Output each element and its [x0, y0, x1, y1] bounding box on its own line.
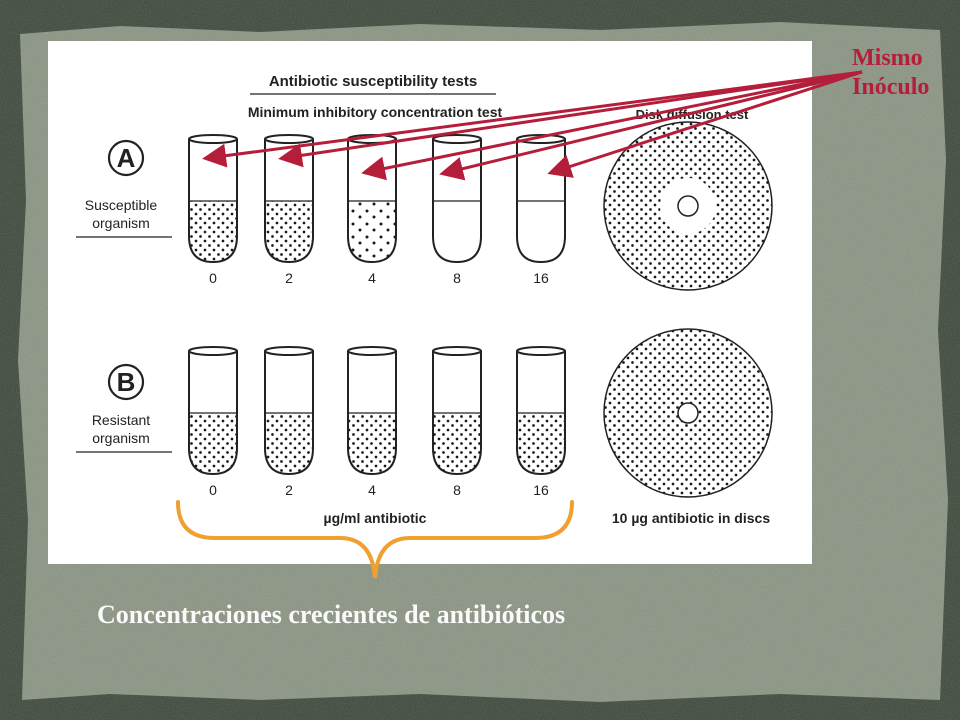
caption: Concentraciones crecientes de antibiótic…	[97, 600, 566, 629]
tube-rim	[188, 346, 238, 356]
tube-rim	[264, 346, 314, 356]
concentration-label: 4	[368, 270, 376, 286]
annotation-line-2: Inóculo	[852, 74, 930, 100]
tube-rim	[264, 134, 314, 144]
row-letter-circle	[107, 139, 145, 177]
bacterial-growth	[433, 413, 481, 474]
disc-label: 10 µg antibiotic in discs	[612, 510, 770, 526]
antibiotic-disc	[677, 195, 699, 217]
antibiotic-disc	[677, 402, 699, 424]
row-label-line-1: Susceptible	[85, 197, 158, 213]
tube: 16	[516, 134, 566, 286]
tube: 8	[432, 346, 482, 498]
agar-disk	[603, 328, 773, 498]
tube: 16	[516, 346, 566, 498]
row-resistant: B Resistant organism 0 2 4 8 16	[76, 328, 773, 498]
bacterial-growth	[348, 413, 396, 474]
row-label-line-2: organism	[92, 215, 150, 231]
tube-rim	[347, 346, 397, 356]
tube-outline	[264, 351, 314, 476]
inoculum-arrow	[202, 70, 863, 168]
bacterial-growth	[348, 201, 396, 262]
tube-rim	[432, 346, 482, 356]
panel-title: Antibiotic susceptibility tests	[269, 73, 477, 90]
annotation-line-1: Mismo	[852, 45, 923, 71]
tube-outline	[188, 139, 238, 264]
tube-outline	[432, 139, 482, 264]
row-susceptible: A Susceptible organism 0 2 4 8 16	[76, 121, 773, 291]
tube: 0	[188, 134, 238, 286]
agar-disk	[603, 121, 773, 291]
row-label-line-1: Resistant	[92, 412, 150, 428]
inoculum-arrow	[547, 70, 863, 178]
inoculum-arrow	[278, 70, 863, 168]
tube: 4	[347, 134, 397, 286]
bacterial-growth	[265, 413, 313, 474]
tube-outline	[264, 139, 314, 264]
tube-outline	[188, 351, 238, 476]
tube-outline	[516, 139, 566, 264]
concentration-label: 4	[368, 482, 376, 498]
tube-rim	[188, 134, 238, 144]
bacterial-growth	[189, 201, 237, 262]
tube: 0	[188, 346, 238, 498]
tube-outline	[347, 351, 397, 476]
mic-test-title: Minimum inhibitory concentration test	[248, 104, 503, 120]
concentration-label: 0	[209, 270, 217, 286]
tube: 8	[432, 134, 482, 286]
row-letter: B	[117, 367, 136, 397]
tube-outline	[516, 351, 566, 476]
concentration-label: 16	[533, 270, 549, 286]
tube: 2	[264, 346, 314, 498]
tube-rim	[516, 134, 566, 144]
row-letter-circle	[107, 363, 145, 401]
row-label-line-2: organism	[92, 430, 150, 446]
bacterial-growth	[517, 413, 565, 474]
tube-outline	[347, 139, 397, 264]
concentration-label: 2	[285, 270, 293, 286]
tube-outline	[432, 351, 482, 476]
concentration-label: 2	[285, 482, 293, 498]
concentration-label: 16	[533, 482, 549, 498]
tube: 4	[347, 346, 397, 498]
concentration-label: 8	[453, 482, 461, 498]
row-letter: A	[117, 143, 136, 173]
same-inoculum-annotation: Mismo Inóculo	[852, 44, 929, 102]
concentration-brace	[176, 500, 574, 579]
tube: 2	[264, 134, 314, 286]
concentration-label: 0	[209, 482, 217, 498]
bacterial-growth	[189, 413, 237, 474]
unit-label: µg/ml antibiotic	[324, 510, 427, 526]
tube-rim	[516, 346, 566, 356]
inoculum-arrow	[439, 70, 863, 181]
bacterial-growth	[265, 201, 313, 262]
inoculum-arrow	[361, 70, 863, 181]
tube-rim	[432, 134, 482, 144]
concentration-label: 8	[453, 270, 461, 286]
inoculum-arrows	[202, 70, 863, 181]
